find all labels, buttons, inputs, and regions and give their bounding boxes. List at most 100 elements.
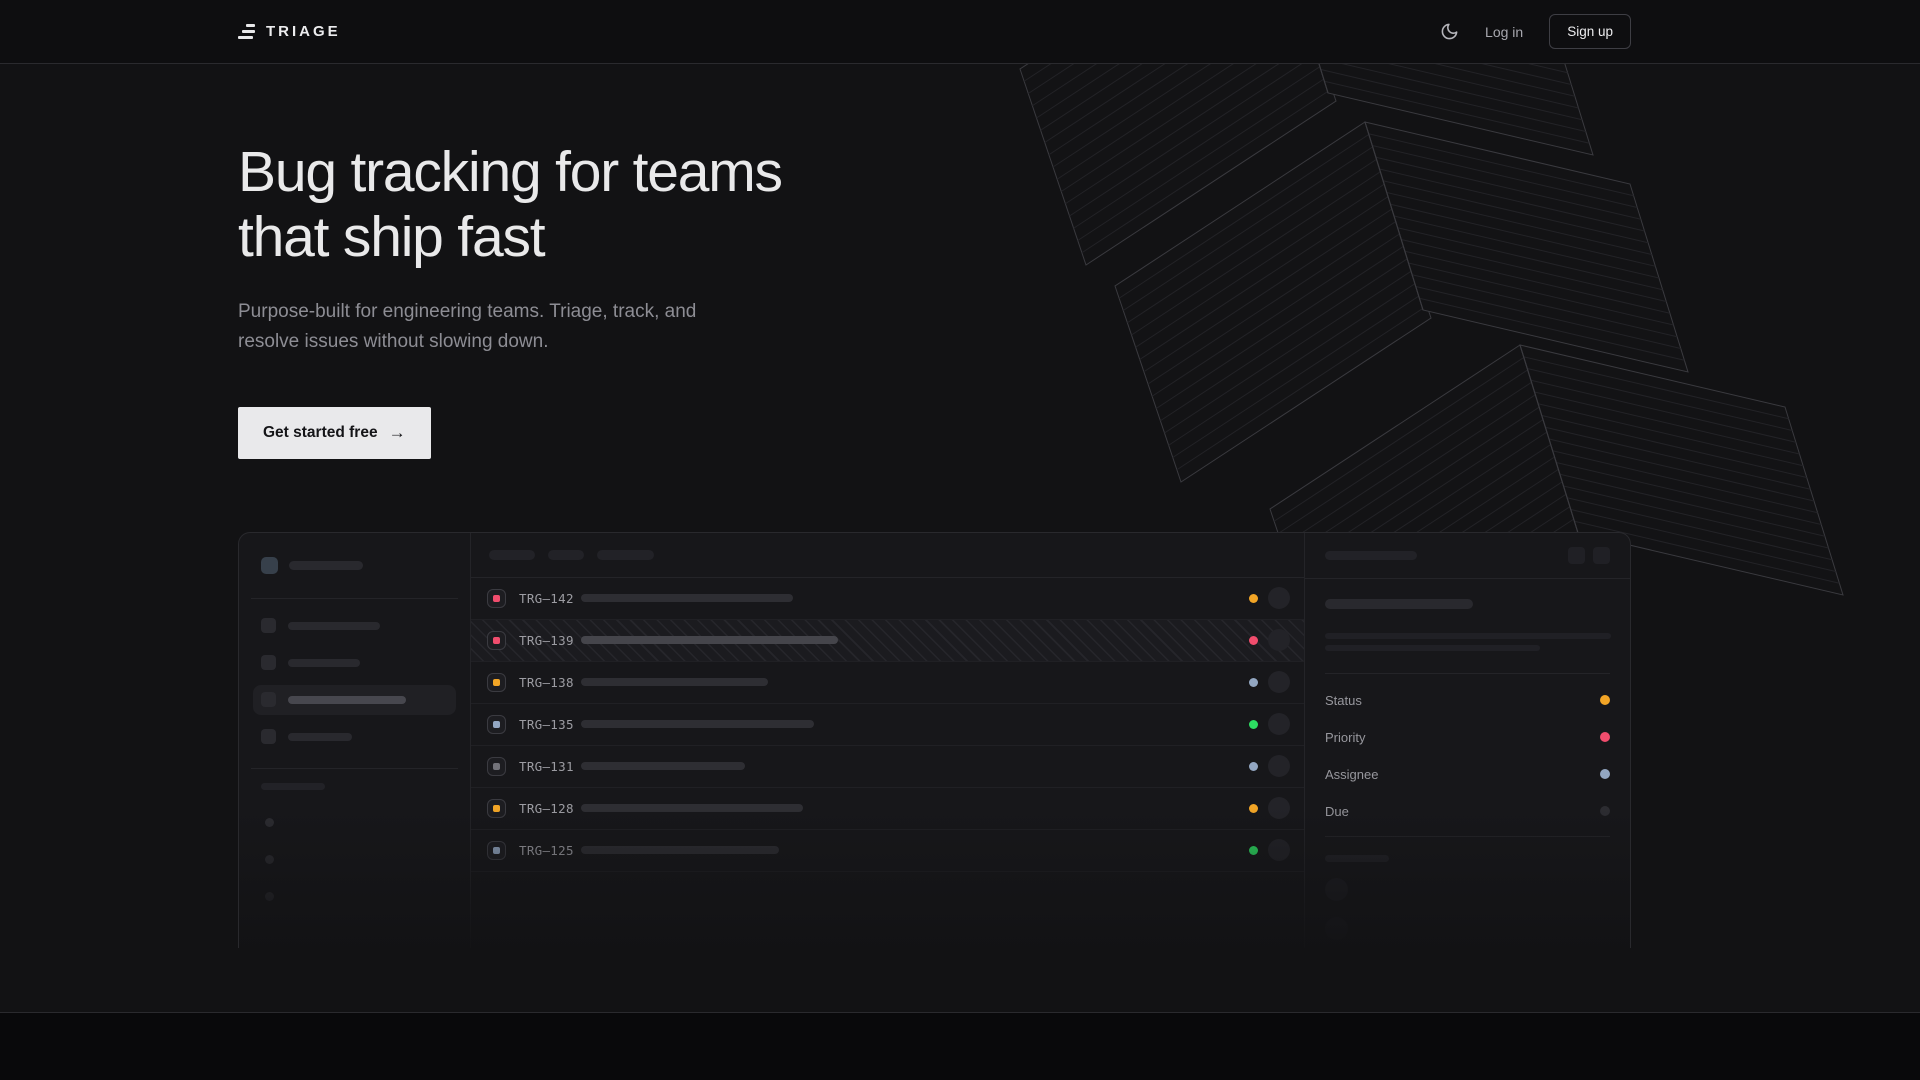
detail-title-skeleton xyxy=(1325,550,1417,560)
hero-section: Bug tracking for teams that ship fast Pu… xyxy=(0,64,1920,1013)
assignee-avatar xyxy=(1268,587,1290,610)
nav-item-icon xyxy=(261,692,276,708)
status-dot xyxy=(1249,677,1258,687)
mockup-workspace-row xyxy=(253,556,456,574)
triage-logo-icon xyxy=(238,24,255,39)
status-dot xyxy=(1249,803,1258,813)
issue-type-icon xyxy=(487,840,506,860)
issue-id: TRG–135 xyxy=(519,716,574,732)
assignee-avatar xyxy=(1268,629,1290,652)
mockup-sidebar xyxy=(239,532,471,948)
issue-type-icon xyxy=(487,714,506,734)
nav-item-skeleton xyxy=(288,621,380,630)
theme-toggle-button[interactable] xyxy=(1440,22,1459,41)
issue-type-icon xyxy=(487,672,506,692)
brand[interactable]: TRIAGE xyxy=(238,23,341,40)
issue-row: TRG–138 xyxy=(471,662,1304,704)
nav-item-icon xyxy=(261,655,276,671)
issue-title-skeleton xyxy=(581,762,745,771)
sidebar-nav-item xyxy=(253,722,456,752)
issue-id: TRG–138 xyxy=(519,674,574,690)
issue-id: TRG–142 xyxy=(519,590,574,606)
status-dot xyxy=(1249,845,1258,855)
description-skeleton xyxy=(1325,632,1611,639)
issue-row: TRG–142 xyxy=(471,578,1304,620)
issue-id: TRG–128 xyxy=(519,800,574,816)
field-label: Status xyxy=(1325,692,1362,708)
activity-section-skeleton xyxy=(1325,854,1389,862)
detail-field-row: Assignee xyxy=(1325,756,1610,793)
get-started-label: Get started free xyxy=(263,423,378,441)
nav-item-skeleton xyxy=(288,732,352,741)
issue-id: TRG–131 xyxy=(519,758,574,774)
assignee-avatar xyxy=(1268,797,1290,820)
field-value-dot xyxy=(1600,732,1610,743)
field-label: Priority xyxy=(1325,729,1366,745)
field-value-dot xyxy=(1600,806,1610,817)
assignee-avatar xyxy=(1268,839,1290,862)
issue-row: TRG–128 xyxy=(471,788,1304,830)
workspace-name-skeleton xyxy=(289,560,363,570)
issue-list-header xyxy=(471,533,1304,578)
hero-subtitle-line2: resolve issues without slowing down. xyxy=(238,330,549,352)
activity-avatar xyxy=(1325,877,1348,901)
sidebar-dot xyxy=(265,817,274,827)
panel-action-icon xyxy=(1593,546,1610,564)
sidebar-nav-item xyxy=(253,648,456,678)
sidebar-dot xyxy=(265,891,274,901)
issue-type-icon xyxy=(487,588,506,608)
field-label: Due xyxy=(1325,803,1349,819)
issue-row: TRG–131 xyxy=(471,746,1304,788)
filter-skeleton xyxy=(489,549,535,560)
brand-name: TRIAGE xyxy=(266,23,341,40)
mockup-issue-list: TRG–142 TRG–139 TRG–138 TRG–135 xyxy=(471,533,1304,948)
sidebar-divider xyxy=(251,767,458,769)
sidebar-nav-item xyxy=(253,611,456,641)
get-started-button[interactable]: Get started free → xyxy=(238,406,431,459)
field-value-dot xyxy=(1600,769,1610,780)
login-link[interactable]: Log in xyxy=(1485,23,1524,40)
detail-field-row: Priority xyxy=(1325,719,1610,756)
issue-title-skeleton xyxy=(581,720,814,729)
app-mockup: TRG–142 TRG–139 TRG–138 TRG–135 xyxy=(238,531,1631,948)
workspace-avatar xyxy=(261,556,278,574)
field-label: Assignee xyxy=(1325,766,1379,782)
hero-title: Bug tracking for teams that ship fast xyxy=(238,140,1631,270)
issue-list-rows: TRG–142 TRG–139 TRG–138 TRG–135 xyxy=(471,578,1304,872)
assignee-avatar xyxy=(1268,755,1290,778)
sidebar-dot xyxy=(265,854,274,864)
nav-item-icon xyxy=(261,729,276,745)
top-nav: TRIAGE Log in Sign up xyxy=(0,0,1920,64)
detail-field-row: Due xyxy=(1325,793,1610,830)
status-dot xyxy=(1249,761,1258,771)
issue-title-skeleton xyxy=(1325,598,1473,609)
issue-id: TRG–125 xyxy=(519,842,574,858)
assignee-avatar xyxy=(1268,713,1290,736)
issue-row: TRG–139 xyxy=(471,619,1304,662)
detail-field-row: Status xyxy=(1325,682,1610,719)
status-dot xyxy=(1249,635,1258,645)
sidebar-section-skeleton xyxy=(261,782,325,790)
assignee-avatar xyxy=(1268,671,1290,694)
description-skeleton xyxy=(1325,644,1540,651)
nav-item-icon xyxy=(261,618,276,634)
arrow-right-icon: → xyxy=(388,423,406,443)
hero-subtitle: Purpose-built for engineering teams. Tri… xyxy=(238,297,1631,357)
status-dot xyxy=(1249,719,1258,729)
signup-button[interactable]: Sign up xyxy=(1549,14,1631,49)
detail-field-rows: Status Priority Assignee Due xyxy=(1325,682,1610,830)
issue-type-icon xyxy=(487,798,506,818)
filter-skeleton xyxy=(548,549,584,560)
issue-type-icon xyxy=(487,756,506,776)
issue-title-skeleton xyxy=(581,846,779,855)
issue-title-skeleton xyxy=(581,636,838,645)
nav-item-skeleton xyxy=(288,658,360,667)
hero-subtitle-line1: Purpose-built for engineering teams. Tri… xyxy=(238,300,697,322)
issue-title-skeleton xyxy=(581,678,768,687)
status-dot xyxy=(1249,593,1258,603)
footer-strip xyxy=(0,1013,1920,1079)
detail-divider xyxy=(1325,672,1610,674)
detail-divider xyxy=(1325,835,1610,837)
moon-icon xyxy=(1441,23,1458,40)
